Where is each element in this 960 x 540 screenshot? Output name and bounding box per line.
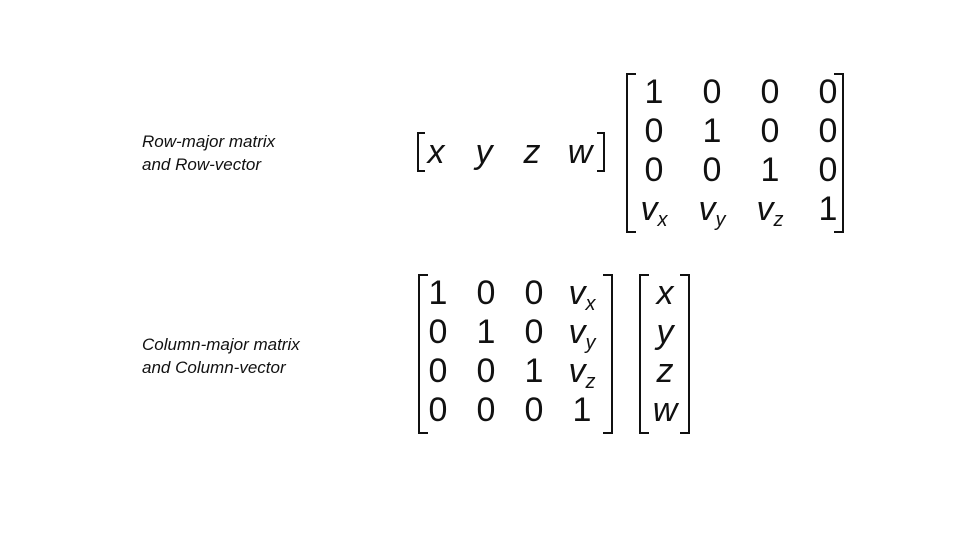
col-matrix-cell: vy <box>568 313 596 354</box>
row-matrix-cell: 0 <box>818 151 838 189</box>
row-matrix-cell: 1 <box>818 190 838 228</box>
col-vector-right-bracket <box>680 274 690 434</box>
row-matrix-cell: 0 <box>644 151 664 189</box>
caption-row-major: Row-major matrix and Row-vector <box>142 130 275 176</box>
caption-col-line2: and Column-vector <box>142 358 286 377</box>
col-matrix-cell: vz <box>568 352 596 393</box>
caption-column-major: Column-major matrix and Column-vector <box>142 333 300 379</box>
row-matrix-cell: 0 <box>818 73 838 111</box>
row-matrix-cell: vx <box>640 190 668 231</box>
row-vector-entry: w <box>567 133 593 171</box>
col-matrix-cell: 0 <box>524 391 544 429</box>
row-matrix-cell: 0 <box>818 112 838 150</box>
col-vector-left-bracket <box>639 274 649 434</box>
col-matrix-left-bracket <box>418 274 428 434</box>
col-matrix-cell: 0 <box>476 274 496 312</box>
row-vector-left-bracket <box>417 132 425 172</box>
row-matrix-cell: 1 <box>644 73 664 111</box>
col-matrix-cell: 1 <box>524 352 544 390</box>
row-matrix-cell: 0 <box>644 112 664 150</box>
row-matrix-cell: 1 <box>702 112 722 150</box>
row-matrix-left-bracket <box>626 73 636 233</box>
col-matrix-cell: 1 <box>428 274 448 312</box>
caption-col-line1: Column-major matrix <box>142 335 300 354</box>
caption-row-line1: Row-major matrix <box>142 132 276 151</box>
col-matrix-cell: 1 <box>572 391 592 429</box>
col-matrix-cell: 0 <box>524 313 544 351</box>
col-matrix-cell: vx <box>568 274 596 315</box>
col-matrix-cell: 0 <box>476 352 496 390</box>
row-matrix-cell: vz <box>756 190 784 231</box>
caption-row-line2: and Row-vector <box>142 155 262 174</box>
col-vector-entry: z <box>656 352 674 390</box>
col-matrix-cell: 0 <box>428 352 448 390</box>
col-matrix-cell: 1 <box>476 313 496 351</box>
col-vector-entry: y <box>656 313 674 351</box>
row-vector-entry: y <box>475 133 493 171</box>
col-vector-entry: w <box>652 391 678 429</box>
col-matrix-cell: 0 <box>476 391 496 429</box>
row-matrix-cell: 1 <box>760 151 780 189</box>
row-vector-entry: x <box>427 133 445 171</box>
row-matrix-cell: 0 <box>702 151 722 189</box>
row-matrix-cell: 0 <box>760 112 780 150</box>
col-matrix-cell: 0 <box>428 391 448 429</box>
row-matrix-cell: vy <box>698 190 726 231</box>
row-matrix-right-bracket <box>834 73 844 233</box>
col-matrix-cell: 0 <box>428 313 448 351</box>
row-vector-right-bracket <box>597 132 605 172</box>
row-matrix-cell: 0 <box>760 73 780 111</box>
col-vector-entry: x <box>656 274 674 312</box>
row-matrix-cell: 0 <box>702 73 722 111</box>
col-matrix-right-bracket <box>603 274 613 434</box>
row-vector-entry: z <box>523 133 541 171</box>
col-matrix-cell: 0 <box>524 274 544 312</box>
